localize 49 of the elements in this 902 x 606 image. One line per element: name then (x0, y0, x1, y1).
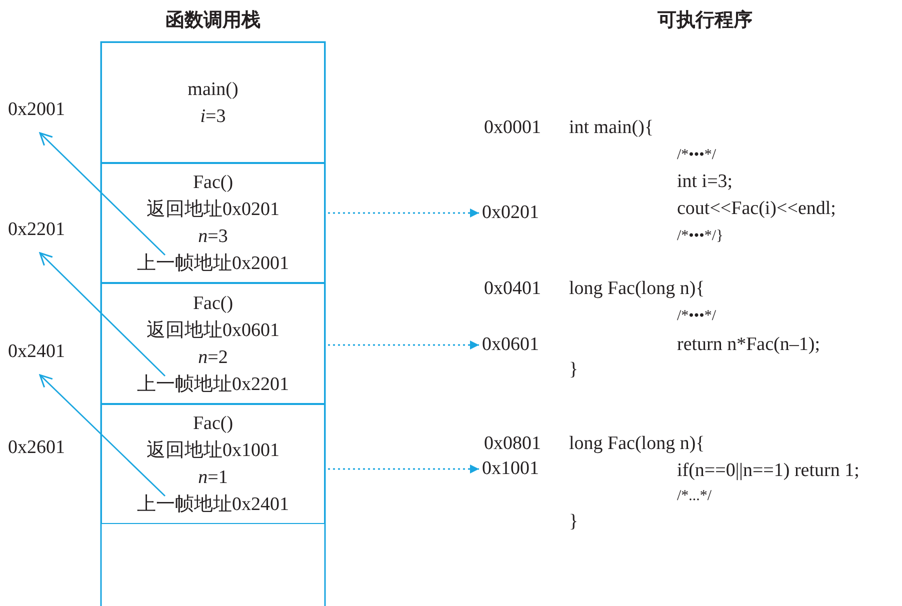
frame-text: Fac() (192, 292, 234, 316)
stack-frame (101, 404, 325, 524)
code-comment: /*...*/ (677, 487, 712, 506)
code-comment: /*•••*/ (677, 307, 716, 326)
address-label: 0x1001 (482, 458, 539, 479)
code-comment: /*•••*/} (677, 227, 724, 246)
frame-text: 上一帧地址0x2401 (137, 493, 289, 517)
address-label: 0x0201 (482, 202, 539, 223)
stack-frame (101, 42, 325, 163)
code-line: cout<<Fac(i)<<endl; (677, 197, 836, 221)
frame-text: 返回地址0x0201 (146, 198, 280, 222)
address-label: 0x0401 (484, 277, 541, 301)
code-line: int i=3; (677, 170, 733, 194)
frame-text: n=2 (198, 346, 228, 370)
code-line: int main(){ (569, 116, 654, 140)
code-line: long Fac(long n){ (569, 277, 705, 301)
code-line: } (569, 358, 578, 382)
frame-text: 上一帧地址0x2001 (137, 252, 289, 276)
code-line: long Fac(long n){ (569, 432, 705, 456)
frame-text: Fac() (192, 171, 234, 195)
frame-text: 返回地址0x1001 (146, 439, 280, 463)
frame-text: n=1 (198, 466, 228, 490)
frame-text: n=3 (198, 225, 228, 249)
address-label: 0x2201 (8, 219, 65, 240)
address-label: 0x2401 (8, 341, 65, 362)
arrow (39, 132, 166, 256)
column-heading: 函数调用栈 (164, 8, 262, 32)
code-line: } (569, 510, 578, 534)
frame-text: 返回地址0x0601 (146, 318, 280, 342)
code-comment: /*•••*/ (677, 146, 716, 165)
arrow (39, 374, 166, 496)
frame-text: Fac() (192, 412, 234, 436)
address-label: 0x2601 (8, 436, 65, 460)
dotted-arrow (328, 464, 479, 474)
frame-text: i=3 (200, 104, 226, 128)
code-line: if(n==0||n==1) return 1; (677, 459, 860, 483)
dotted-arrow (328, 340, 479, 350)
column-heading: 可执行程序 (656, 8, 754, 32)
address-label: 0x0601 (482, 334, 539, 355)
address-label: 0x2001 (8, 99, 65, 120)
address-label: 0x0801 (484, 432, 541, 456)
code-line: return n*Fac(n–1); (677, 333, 820, 357)
dotted-arrow (328, 208, 479, 218)
frame-text: 上一帧地址0x2201 (137, 372, 289, 396)
stack-frame (101, 283, 325, 404)
stack-frame (101, 163, 325, 283)
arrow (39, 252, 166, 376)
address-label: 0x0001 (484, 116, 541, 140)
frame-text: main() (188, 78, 238, 102)
